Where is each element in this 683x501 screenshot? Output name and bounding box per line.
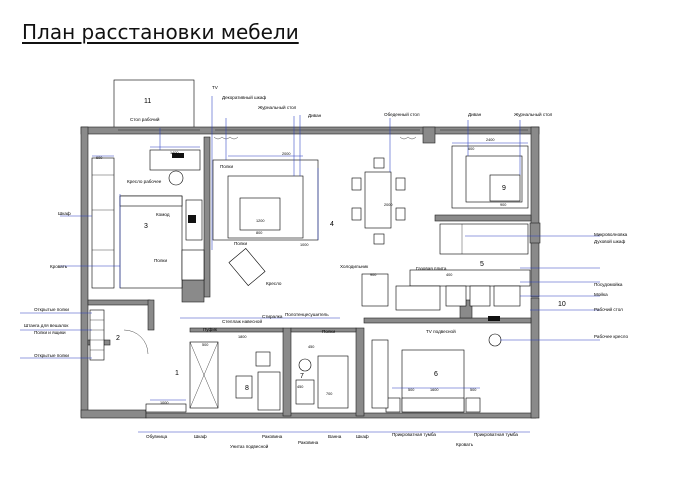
room-number: 7	[300, 373, 304, 380]
label-sink-small: Раковина	[298, 440, 319, 445]
room-numbers: 1 2 3 4 5 6 7 8 9 10 11	[116, 98, 566, 392]
label-shelves-low: Полки	[234, 241, 247, 246]
dimension-numbers: 1400 600 2000 600 2400 900 800 1000 900 …	[96, 138, 506, 405]
dim-text: 1000	[160, 401, 168, 405]
room-3-furniture	[91, 149, 205, 289]
label-work-chair: Рабочее кресло	[594, 334, 628, 339]
label-shelves-mid: Полки	[220, 164, 233, 169]
room-6-bedroom	[371, 339, 481, 413]
room-number: 2	[116, 335, 120, 342]
label-tv-top: TV	[212, 85, 219, 90]
label-shelves-bedroom: Полки	[154, 258, 167, 263]
label-sink: Мойка	[594, 291, 608, 297]
label-dining-table: Обеденный стол	[384, 111, 420, 117]
label-washer: Стиралка	[262, 314, 283, 319]
room-number: 1	[175, 370, 179, 377]
dim-text: 500	[408, 388, 414, 392]
label-microwave: Микроволновка	[594, 232, 628, 237]
label-bed: Кровать	[50, 264, 68, 269]
dim-text: 1200	[256, 219, 264, 223]
room-number: 8	[245, 385, 249, 392]
dim-text: 500	[470, 388, 476, 392]
label-sill-tube-2: Прикроватная тумба	[474, 432, 518, 437]
dim-text: 1800	[238, 335, 246, 339]
page-title: План расстановки мебели	[22, 20, 299, 44]
dimension-lines	[20, 96, 600, 433]
dim-text: 1400	[170, 151, 178, 155]
label-desk-chair: Кресло рабочее	[127, 179, 162, 184]
dim-text: 450	[308, 345, 314, 349]
dim-text: 2000	[282, 152, 290, 156]
label-sofa-right: Диван	[468, 112, 482, 117]
label-work-table: Рабочий стол	[594, 306, 623, 312]
label-shoe-rack: Обувница	[146, 434, 168, 439]
label-dresser: Комод	[156, 212, 170, 217]
label-desk: Стол рабочий	[130, 116, 160, 122]
label-fridge: Холодильник	[340, 264, 369, 269]
dim-text: 600	[96, 156, 102, 160]
furniture-labels: Стол рабочий TV Декоративный шкаф Журнал…	[24, 85, 628, 449]
label-stove: Газовая плита	[416, 266, 447, 271]
dim-text: 450	[297, 385, 303, 389]
label-cabinet-bath: Шкаф	[356, 434, 369, 439]
dim-text: 900	[500, 203, 506, 207]
label-rail: Штанга для вешалок	[24, 323, 69, 328]
room-number: 10	[558, 301, 566, 308]
label-tub-bath: Ванна	[328, 434, 342, 439]
dim-text: 800	[256, 231, 262, 235]
label-decor-cabinet: Декоративный шкаф	[222, 94, 266, 100]
label-wall-toilet: Унитаз подвесной	[230, 443, 269, 449]
label-coffee-table-right: Журнальный стол	[514, 111, 553, 117]
label-open-shelves-2: Открытые полки	[34, 353, 69, 358]
label-open-shelves-1: Открытые полки	[34, 307, 69, 312]
label-towel-dryer: Полотенцесушитель	[285, 312, 329, 317]
dim-text: 1000	[300, 243, 308, 247]
label-bed-main: Кровать	[456, 442, 474, 447]
room-number: 5	[480, 261, 484, 268]
dim-text: 500	[202, 343, 208, 347]
room-4-furniture	[212, 157, 406, 286]
room-number: 4	[330, 221, 334, 228]
label-oven: Духовой шкаф	[594, 238, 625, 244]
room-2-closet	[89, 309, 105, 361]
room-9-furniture	[451, 145, 529, 209]
dim-text: 1600	[430, 388, 438, 392]
label-shelves-drawers: Полки и ящики	[34, 330, 66, 335]
label-pouf: Пуфик	[203, 327, 218, 332]
label-wardrobe-hall: Шкаф	[194, 434, 207, 439]
outer-walls	[80, 126, 541, 419]
room-number: 9	[502, 185, 506, 192]
room-5-kitchen	[361, 223, 531, 347]
dim-text: 900	[370, 273, 376, 277]
room-number: 3	[144, 223, 148, 230]
label-shelves-bath: Полки	[322, 329, 335, 334]
label-sill-tube-1: Прикроватная тумба	[392, 432, 436, 437]
dim-text: 400	[446, 273, 452, 277]
dim-text: 600	[468, 147, 474, 151]
room-number: 11	[144, 98, 151, 105]
label-tv-stand: TV подвесной	[426, 328, 456, 334]
room-1-hall	[123, 329, 219, 413]
label-wardrobe: Шкаф	[58, 211, 71, 216]
label-sink-bath: Раковина	[262, 434, 283, 439]
label-armchair: Кресло	[266, 281, 282, 286]
label-dishwasher: Посудомойка	[594, 281, 623, 287]
bathrooms	[235, 351, 349, 411]
label-wall-shelves: Стеллаж навесной	[222, 318, 262, 324]
room-number: 6	[434, 371, 438, 378]
dim-text: 2000	[384, 203, 392, 207]
dim-text: 700	[326, 392, 332, 396]
label-coffee-table-top: Журнальный стол	[258, 104, 297, 110]
label-sofa-top: Диван	[308, 113, 322, 118]
dim-text: 2400	[486, 138, 494, 142]
